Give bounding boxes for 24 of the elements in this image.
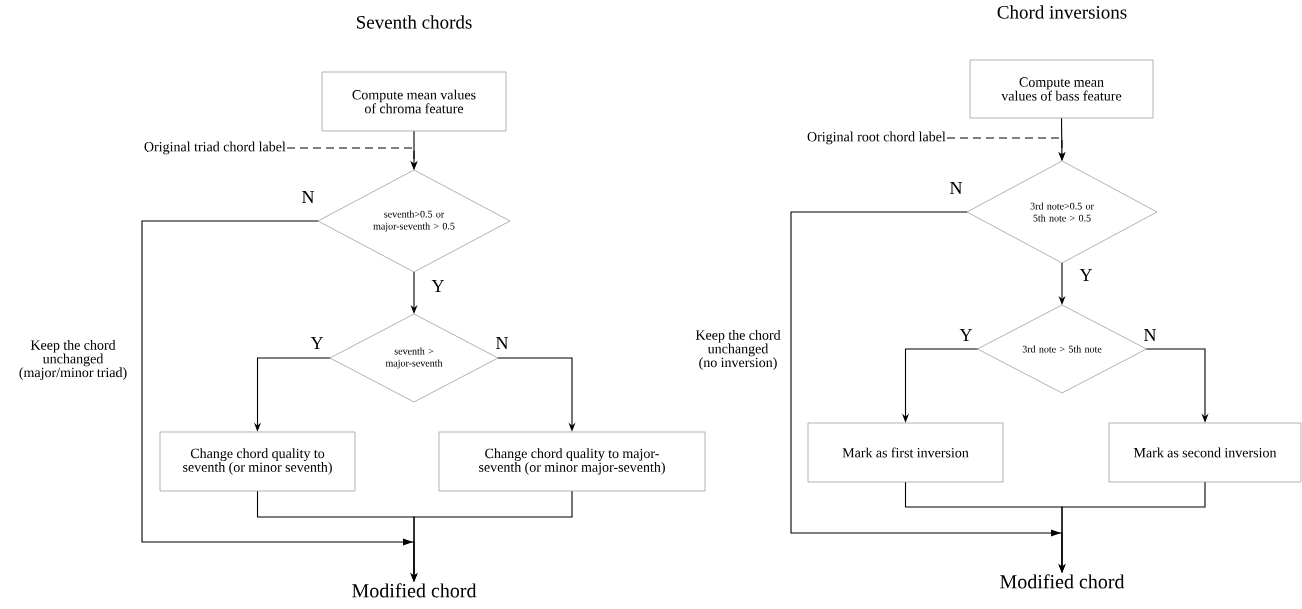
edge-label: N — [496, 337, 509, 349]
process-box: Mark as second inversion — [1108, 422, 1302, 483]
process-box: Change chord quality to major-seventh (or minor major-seventh) — [438, 431, 706, 492]
branch-note: Keep the chord unchanged (major/minor triad) — [19, 339, 127, 381]
arrow — [286, 147, 418, 170]
output-label: Modified chord — [352, 583, 477, 598]
edge-label: Y — [1079, 269, 1093, 281]
process-box: Compute mean values of chroma feature — [321, 71, 507, 132]
input-label: Original triad chord label — [144, 141, 286, 155]
process-box: Change chord quality to seventh (or minor seventh) — [159, 431, 356, 492]
edge-label: N — [302, 191, 315, 203]
process-box: Mark as first inversion — [807, 422, 1004, 483]
edge-label: Y — [959, 329, 973, 341]
panel-title: Seventh chords — [356, 15, 472, 29]
input-label: Original root chord label — [807, 131, 946, 145]
edge-label: Y — [310, 337, 324, 349]
arrow — [946, 137, 1066, 161]
process-box: Compute mean values of bass feature — [969, 59, 1154, 119]
output-label: Modified chord — [1000, 574, 1125, 589]
edge-label: N — [1144, 329, 1157, 341]
panel-title: Chord inversions — [997, 5, 1127, 19]
edge-label: N — [950, 182, 963, 194]
branch-note: Keep the chord unchanged (no inversion) — [695, 329, 781, 371]
edge-label: Y — [431, 280, 445, 292]
